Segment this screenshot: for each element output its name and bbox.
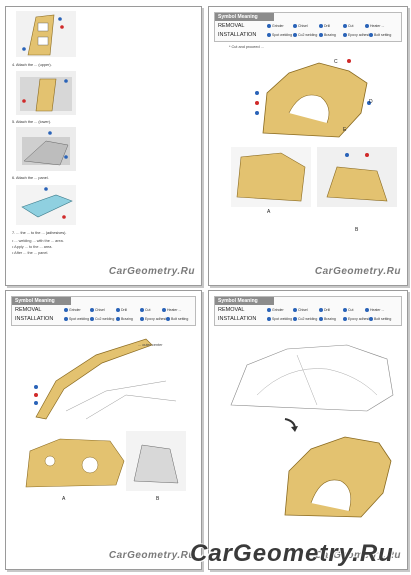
- brazing-icon: [319, 33, 323, 38]
- detail-a: [231, 147, 311, 207]
- installation-label: INSTALLATION: [15, 316, 54, 322]
- removal-label: REMOVAL: [218, 23, 245, 29]
- detail-b-section: [126, 431, 186, 491]
- spot-welding-icon: [267, 317, 271, 322]
- note-3: • After ... the ... panel.: [12, 251, 49, 255]
- cut-icon: [343, 24, 347, 29]
- drill-icon: [319, 24, 323, 29]
- page3-note: ... outer center: [138, 343, 163, 347]
- figure-new-quarter-panel: [284, 436, 392, 518]
- step-5: 5. Attach the ... (lower).: [12, 120, 52, 124]
- figure-roof-rail: [34, 338, 177, 420]
- manual-page-3: Symbol Meaning REMOVAL INSTALLATION Grin…: [5, 290, 202, 570]
- label-b: B: [355, 227, 359, 233]
- symbol-legend: Symbol Meaning REMOVAL INSTALLATION Grin…: [214, 296, 402, 326]
- symbol-legend: Symbol Meaning REMOVAL INSTALLATION Grin…: [214, 12, 402, 42]
- drill-icon: [116, 308, 120, 313]
- label-d: D: [369, 99, 373, 105]
- cut-icon: [140, 308, 144, 313]
- watermark: CarGeometry.Ru: [108, 266, 195, 277]
- installation-label: INSTALLATION: [218, 316, 257, 322]
- step-7: 7. ... the ... to the ... (adhesives).: [12, 231, 67, 235]
- brazing-icon: [116, 317, 120, 322]
- cut-icon: [343, 308, 347, 313]
- detail-b: [317, 147, 397, 207]
- figure-pillar-1: [16, 11, 76, 57]
- note-1: • ... welding ... with the ... area.: [12, 239, 64, 243]
- watermark: CarGeometry.Ru: [314, 550, 401, 561]
- chisel-icon: [293, 308, 297, 313]
- label-c: C: [334, 59, 338, 65]
- step-6: 6. Attach the ... panel.: [12, 176, 49, 180]
- manual-page-1: 4. Attach the ... (upper). 5. Attach the…: [5, 6, 202, 286]
- epoxy-icon: [140, 317, 144, 322]
- step-4: 4. Attach the ... (upper).: [12, 63, 52, 67]
- heater-icon: [365, 308, 369, 313]
- heater-icon: [162, 308, 166, 313]
- spot-welding-icon: [64, 317, 68, 322]
- figure-roof-panel: [16, 185, 76, 225]
- manual-page-4: Symbol Meaning REMOVAL INSTALLATION Grin…: [208, 290, 408, 570]
- co2-welding-icon: [90, 317, 94, 322]
- installation-label: INSTALLATION: [218, 32, 257, 38]
- bolt-icon: [369, 317, 373, 322]
- removal-label: REMOVAL: [218, 307, 245, 313]
- heater-icon: [365, 24, 369, 29]
- figure-quarter-panel: [255, 59, 371, 138]
- label-a: A: [62, 496, 66, 502]
- label-b: B: [156, 496, 160, 502]
- symbol-title: Symbol Meaning: [12, 297, 71, 305]
- site-watermark: CarGeometry.Ru: [190, 540, 394, 567]
- watermark: CarGeometry.Ru: [108, 550, 195, 561]
- label-e: E: [343, 127, 347, 133]
- detail-a-quarter: [25, 438, 125, 488]
- grinder-icon: [267, 308, 271, 313]
- chisel-icon: [90, 308, 94, 313]
- epoxy-icon: [343, 33, 347, 38]
- arrow-icon: [284, 418, 298, 432]
- grinder-icon: [267, 24, 271, 29]
- watermark: CarGeometry.Ru: [314, 266, 401, 277]
- grinder-icon: [64, 308, 68, 313]
- label-a: A: [267, 209, 271, 215]
- figure-body-outline: [230, 344, 394, 412]
- brazing-icon: [319, 317, 323, 322]
- removal-label: REMOVAL: [15, 307, 42, 313]
- bolt-icon: [166, 317, 170, 322]
- manual-page-2: Symbol Meaning REMOVAL INSTALLATION Grin…: [208, 6, 408, 286]
- symbol-title: Symbol Meaning: [215, 297, 274, 305]
- symbol-title: Symbol Meaning: [215, 13, 274, 21]
- figure-pillar-3: [16, 127, 76, 171]
- chisel-icon: [293, 24, 297, 29]
- drill-icon: [319, 308, 323, 313]
- figure-pillar-2: [16, 71, 76, 115]
- co2-welding-icon: [293, 317, 297, 322]
- note-2: • Apply ... to the ... area.: [12, 245, 53, 249]
- epoxy-icon: [343, 317, 347, 322]
- symbol-legend: Symbol Meaning REMOVAL INSTALLATION Grin…: [11, 296, 196, 326]
- page2-note: * Cut and proceed ...: [229, 45, 264, 49]
- bolt-icon: [369, 33, 373, 38]
- co2-welding-icon: [293, 33, 297, 38]
- spot-welding-icon: [267, 33, 271, 38]
